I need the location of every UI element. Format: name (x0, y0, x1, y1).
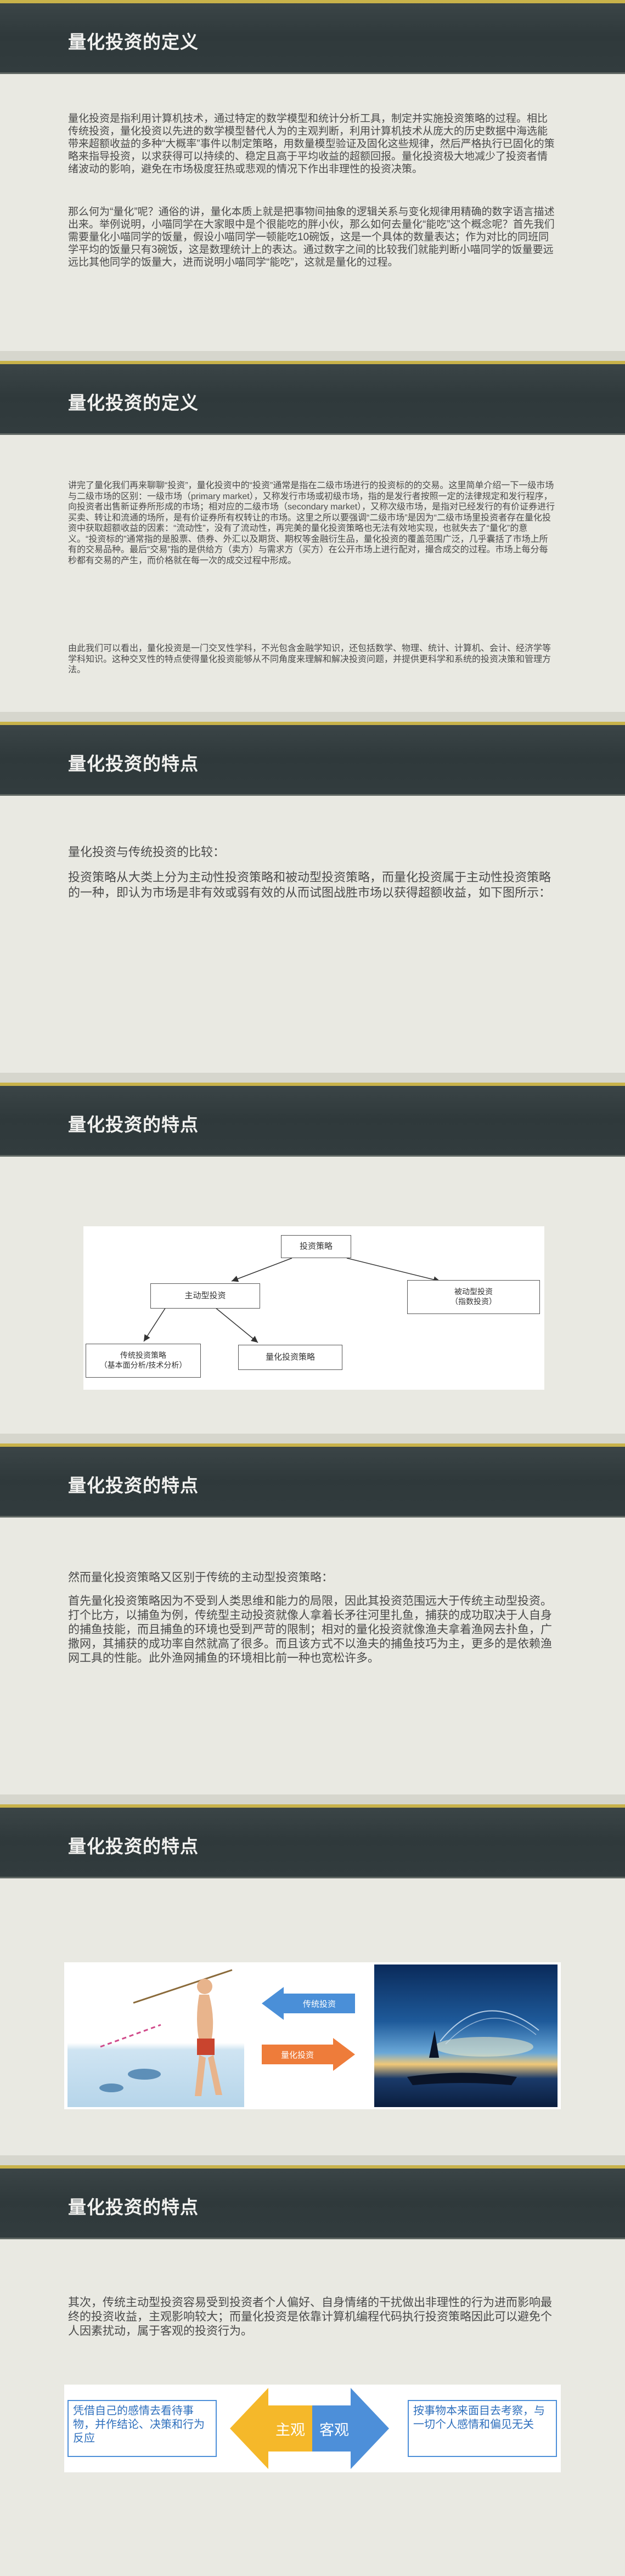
slide-5: 量化投资的特点 然而量化投资策略又区别于传统的主动型投资策略： 首先量化投资策略… (0, 1443, 625, 1794)
diagram-connectors (143, 1258, 441, 1343)
paragraph: 讲完了量化我们再来聊聊“投资”，量化投资中的“投资”通常是指在二级市场进行的投资… (68, 481, 555, 565)
paragraph: 投资策略从大类上分为主动性投资策略和被动型投资策略，而量化投资属于主动性投资策略… (68, 870, 551, 899)
diagram-node-quant: 量化投资策略 (238, 1345, 342, 1370)
slide-3: 量化投资的特点 量化投资与传统投资的比较： 投资策略从大类上分为主动性投资策略和… (0, 722, 625, 1073)
slide-7: 量化投资的特点 其次，传统主动型投资容易受到投资者个人偏好、自身情绪的干扰做出非… (0, 2165, 625, 2576)
slide-title: 量化投资的特点 (68, 754, 199, 774)
strategy-diagram: 投资策略 主动型投资 被动型投资 （指数投资） 传统投资策略 （基本面分析/技术… (83, 1226, 544, 1390)
diagram-node-root: 投资策略 (281, 1235, 351, 1258)
slide-1: 量化投资的定义 量化投资是指利用计算机技术，通过特定的数学模型和统计分析工具，制… (0, 0, 625, 351)
slide-2: 量化投资的定义 讲完了量化我们再来聊聊“投资”，量化投资中的“投资”通常是指在二… (0, 361, 625, 712)
diagram-node-traditional: 传统投资策略 （基本面分析/技术分析） (86, 1344, 201, 1378)
quant-invest-label: 量化投资 (280, 2050, 314, 2060)
subjective-label: 主观 (275, 2421, 305, 2438)
traditional-invest-label: 传统投资 (302, 1999, 336, 2009)
paragraph: 量化投资是指利用计算机技术，通过特定的数学模型和统计分析工具，制定并实施投资策略… (68, 113, 555, 175)
spear-fishing-illustration (67, 1964, 244, 2107)
objective-description-box: 按事物本来面目去考察，与一切个人感情和偏见无关 (408, 2400, 557, 2457)
paragraph: 其次，传统主动型投资容易受到投资者个人偏好、自身情绪的干扰做出非理性的行为进而影… (68, 2296, 552, 2337)
slide-title: 量化投资的特点 (68, 2197, 199, 2217)
paragraph: 由此我们可以看出，量化投资是一门交叉性学科，不光包含金融学知识，还包括数学、物理… (68, 644, 551, 675)
paragraph: 那么何为“量化”呢？通俗的讲，量化本质上就是把事物间抽象的逻辑关系与变化规律用精… (68, 206, 555, 268)
paragraph: 首先量化投资策略因为不受到人类思维和能力的局限，因此其投资范围远大于传统主动型投… (68, 1595, 552, 1665)
subjective-objective-arrows (230, 2388, 389, 2469)
objective-label: 客观 (319, 2421, 349, 2438)
slide-title: 量化投资的定义 (68, 32, 199, 52)
slide-6: 量化投资的特点 传统投资 量化投资 (0, 1804, 625, 2155)
diagram-node-active: 主动型投资 (150, 1283, 260, 1309)
slide-header (0, 361, 625, 435)
slide-header (0, 2165, 625, 2239)
subjective-description-box: 凭借自己的感情去看待事物，并作结论、决策和行为反应 (67, 2400, 217, 2457)
slide-title: 量化投资的特点 (68, 1475, 199, 1496)
slide-header (0, 1804, 625, 1878)
slide-4: 量化投资的特点 投资策略 主动型投资 被动型投资 （指数投资） 传统投资策略 （… (0, 1083, 625, 1434)
blue-arrow-left: 传统投资 (262, 1987, 355, 2020)
diagram-node-passive: 被动型投资 （指数投资） (407, 1280, 540, 1314)
net-fishing-photo (374, 1964, 558, 2107)
subtitle: 然而量化投资策略又区别于传统的主动型投资策略： (68, 1571, 333, 1584)
comparison-panel: 传统投资 量化投资 (64, 1962, 561, 2109)
slide-header (0, 1083, 625, 1157)
subtitle: 量化投资与传统投资的比较： (68, 845, 226, 859)
slide-header (0, 0, 625, 74)
slide-title: 量化投资的定义 (68, 393, 199, 413)
subjective-objective-panel: 凭借自己的感情去看待事物，并作结论、决策和行为反应 主观 客观 按事物本来面目去… (64, 2385, 561, 2472)
slide-header (0, 1443, 625, 1518)
slide-header (0, 722, 625, 796)
slide-title: 量化投资的特点 (68, 1114, 199, 1135)
orange-arrow-right: 量化投资 (262, 2038, 355, 2071)
slide-title: 量化投资的特点 (68, 1836, 199, 1856)
